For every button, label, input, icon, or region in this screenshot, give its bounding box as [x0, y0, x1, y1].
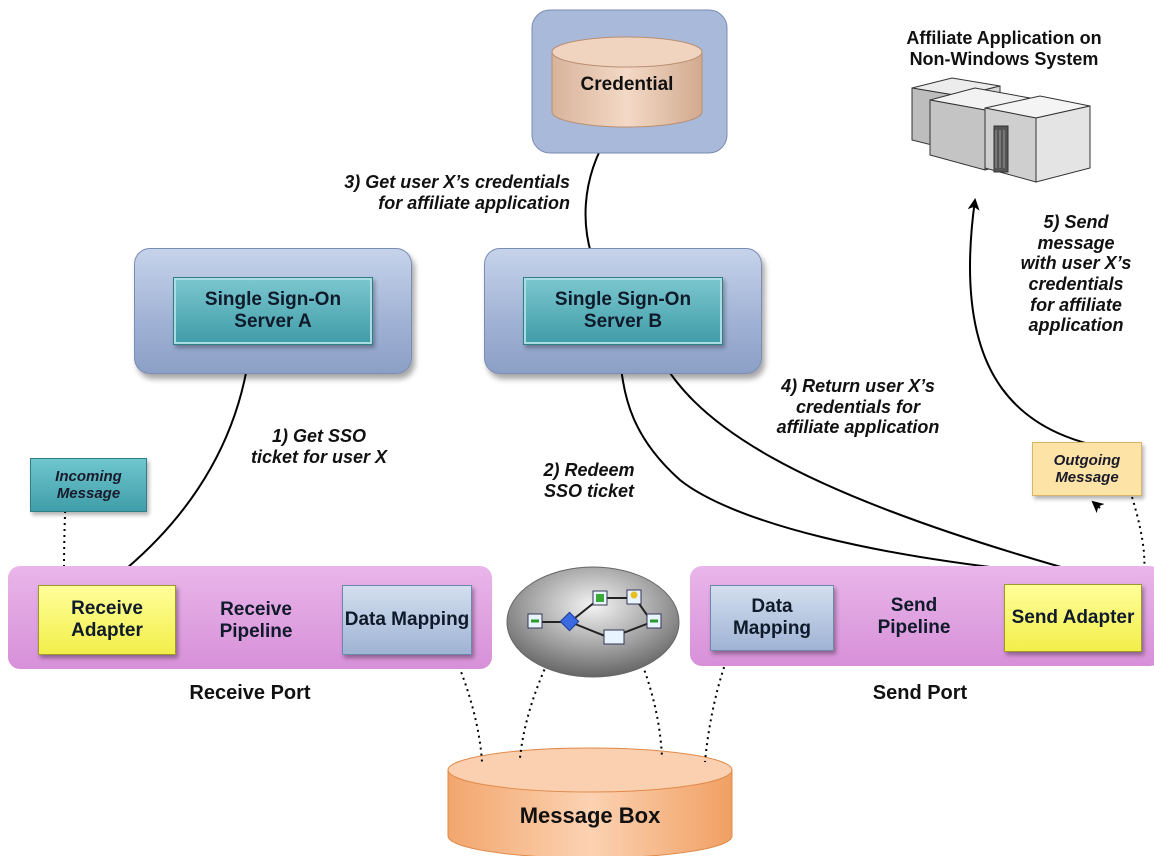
credential-label: Credential: [580, 74, 674, 95]
server-a-label: Single Sign-On Server A: [173, 277, 373, 345]
step3-label: 3) Get user X’s credentials for affiliat…: [344, 172, 570, 213]
outgoing-message-note: Outgoing Message: [1032, 442, 1142, 496]
outgoing-arrowhead: [1091, 500, 1105, 514]
server-rack-icon: [911, 77, 1091, 183]
credential-cylinder: [551, 36, 703, 128]
arrow-step2: [614, 350, 1101, 579]
arrow-step1: [113, 346, 255, 580]
orchestration-icon: [506, 566, 680, 678]
receive-pipeline-label: Receive Pipeline: [219, 599, 293, 642]
step1-label: 1) Get SSO ticket for user X: [250, 426, 388, 467]
server-b-label: Single Sign-On Server B: [523, 277, 723, 345]
send-port-title: Send Port: [872, 682, 968, 704]
step2-label: 2) Redeem SSO ticket: [543, 460, 635, 501]
receive-adapter: Receive Adapter: [38, 585, 176, 655]
incoming-message-note: Incoming Message: [30, 458, 147, 512]
send-data-mapping: Data Mapping: [710, 585, 834, 651]
message-box-label: Message Box: [519, 803, 661, 828]
send-pipeline-label: Send Pipeline: [877, 595, 951, 638]
affiliate-title: Affiliate Application on Non-Windows Sys…: [906, 28, 1102, 69]
server-b-box: Single Sign-On Server B: [484, 248, 762, 374]
receive-data-mapping: Data Mapping: [342, 585, 472, 655]
arrow-step4: [653, 345, 1102, 582]
step4-label: 4) Return user X’s credentials for affil…: [776, 376, 940, 438]
send-adapter: Send Adapter: [1004, 584, 1142, 652]
step5-label: 5) Send message with user X’s credential…: [1020, 212, 1132, 336]
receive-port-title: Receive Port: [189, 682, 311, 704]
server-a-box: Single Sign-On Server A: [134, 248, 412, 374]
message-box-cylinder: [447, 747, 733, 856]
